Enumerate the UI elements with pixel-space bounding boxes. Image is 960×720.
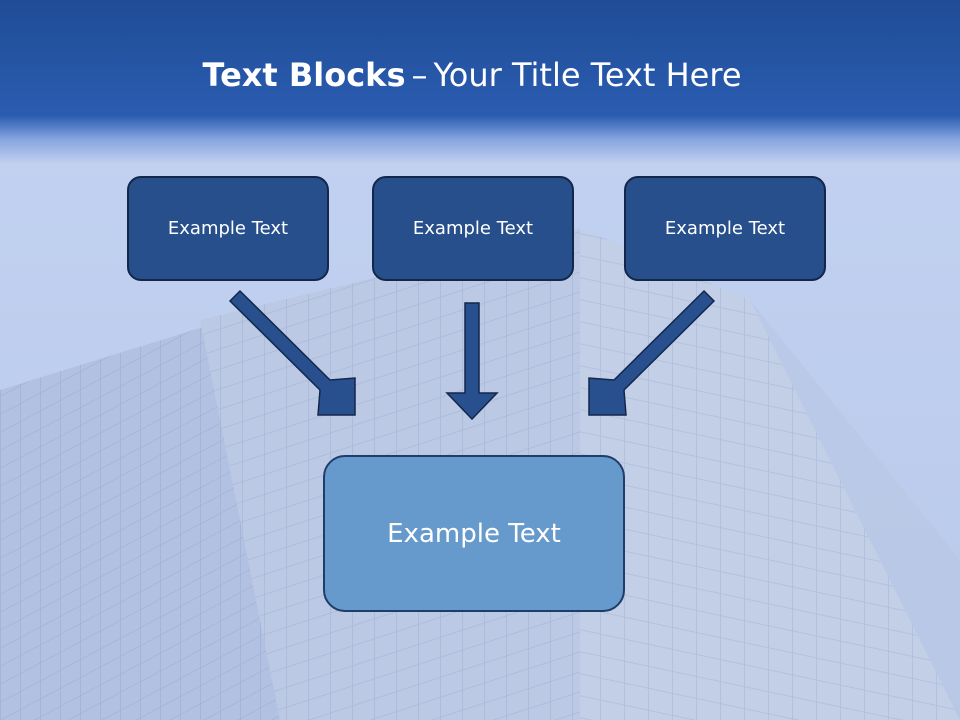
text-block-left[interactable]: Example Text xyxy=(127,176,329,281)
title-separator: – xyxy=(411,56,428,94)
arrow-middle-down xyxy=(445,302,499,421)
text-block-middle[interactable]: Example Text xyxy=(372,176,574,281)
text-block-middle-label: Example Text xyxy=(412,218,534,239)
text-block-left-label: Example Text xyxy=(167,218,289,239)
text-block-target[interactable]: Example Text xyxy=(323,455,625,612)
title-rest-part: Your Title Text Here xyxy=(433,56,742,94)
arrow-right-diagonal xyxy=(588,289,716,416)
title-bold-part: Text Blocks xyxy=(202,56,406,94)
text-block-right[interactable]: Example Text xyxy=(624,176,826,281)
arrow-left-diagonal xyxy=(228,289,356,416)
text-block-target-label: Example Text xyxy=(387,518,561,549)
slide-title: Text Blocks–Your Title Text Here xyxy=(0,50,944,100)
text-block-right-label: Example Text xyxy=(664,218,786,239)
